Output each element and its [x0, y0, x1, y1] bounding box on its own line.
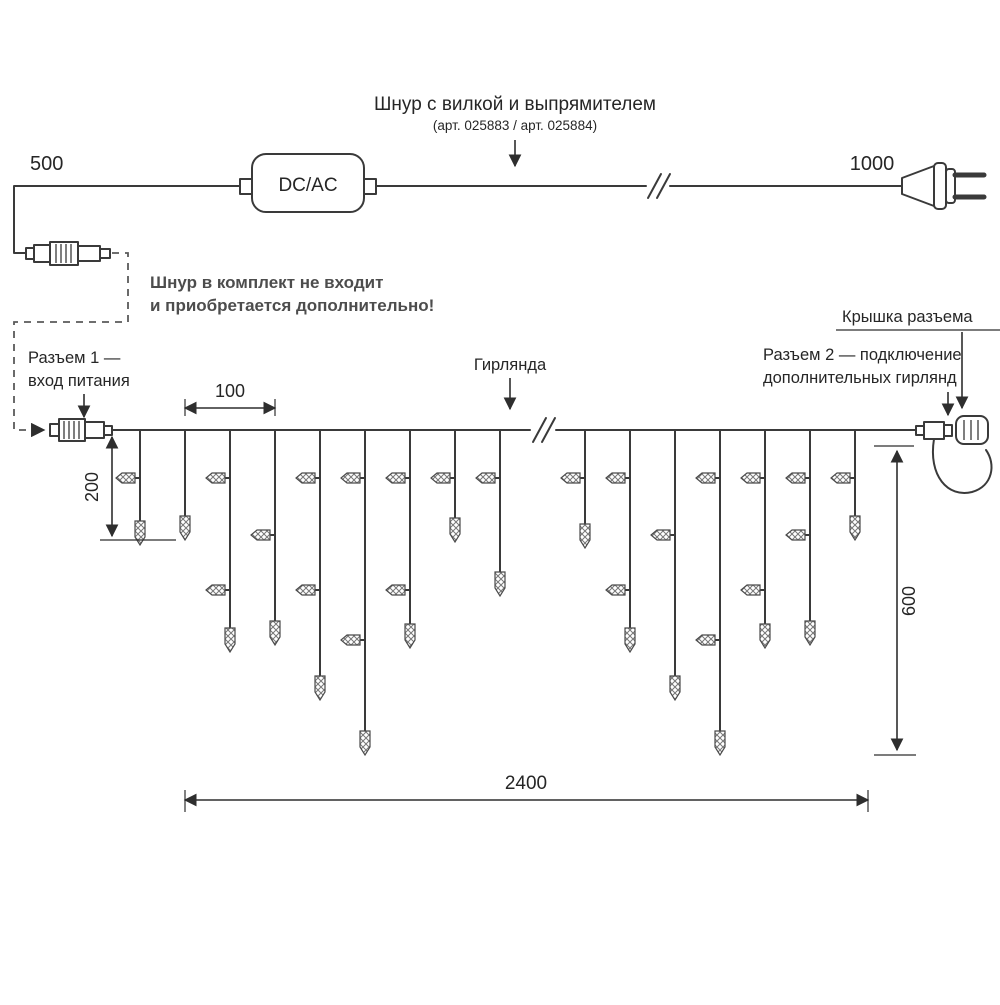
connector-end: [99, 248, 111, 259]
dim-2400-label: 2400: [505, 773, 547, 794]
connector2-label-line1: Разъем 2 — подключение: [763, 346, 962, 364]
dcac-body: [251, 153, 365, 213]
garland-connector2: [915, 415, 993, 494]
cord-title: Шнур с вилкой и выпрямителем: [374, 94, 656, 115]
led-lamp-tip: [714, 730, 726, 757]
led-lamp: [385, 472, 406, 484]
connector1-body: [84, 421, 105, 439]
connector2-end: [943, 424, 953, 437]
led-lamp-tip: [494, 571, 506, 598]
led-lamp: [605, 584, 626, 596]
connector2-callout: Разъем 2 — подключение дополнительных ги…: [763, 346, 962, 417]
led-lamp: [475, 472, 496, 484]
dim-100-label: 100: [215, 381, 245, 401]
connector1-tip: [49, 423, 60, 437]
wire-break-symbol-garland: [532, 417, 556, 443]
led-lamp-tip: [134, 520, 146, 547]
led-lamp: [340, 472, 361, 484]
led-lamp-tip: [624, 627, 636, 654]
not-included-note: Шнур в комплект не входит и приобретаетс…: [150, 273, 434, 315]
dim-200-label: 200: [82, 472, 102, 502]
note-line2: и приобретается дополнительно!: [150, 296, 434, 315]
led-lamp-tip: [224, 627, 236, 654]
connector2-tether-loop: [931, 438, 993, 494]
led-lamp: [205, 584, 226, 596]
garland-connector1: [49, 418, 113, 442]
connector2-neck: [915, 425, 925, 436]
connector1-callout: Разъем 1 — вход питания: [28, 349, 130, 419]
garland-callout: Гирлянда: [474, 356, 547, 411]
led-lamp: [340, 634, 361, 646]
led-lamp: [560, 472, 581, 484]
connector-body: [77, 245, 101, 262]
dim-600-label: 600: [899, 586, 919, 616]
dim-500-label: 500: [30, 153, 63, 175]
led-lamp: [250, 529, 271, 541]
led-lamp-tip: [804, 620, 816, 647]
led-lamp-tip: [849, 515, 861, 542]
connector-neck: [33, 244, 51, 263]
power-cord-left-wire: [13, 185, 247, 254]
led-lamp: [695, 634, 716, 646]
led-lamp: [650, 529, 671, 541]
led-lamp-tip: [669, 675, 681, 702]
led-lamp: [740, 584, 761, 596]
connector1-label-line1: Разъем 1 —: [28, 349, 121, 367]
led-lamp-tip: [759, 623, 771, 650]
connector2-label-line2: дополнительных гирлянд: [763, 369, 957, 387]
connector2-cap: [955, 415, 989, 445]
led-lamp: [695, 472, 716, 484]
led-lamp-tip: [314, 675, 326, 702]
plug-collar: [933, 162, 947, 210]
dim-600: 600: [874, 445, 919, 756]
note-line1: Шнур в комплект не входит: [150, 273, 383, 292]
power-in-connector: [25, 241, 111, 266]
led-lamp: [385, 584, 406, 596]
connector1-label-line2: вход питания: [28, 372, 130, 390]
led-lamp-tip: [359, 730, 371, 757]
led-lamp: [295, 472, 316, 484]
connector1-neck: [103, 425, 113, 436]
dim-100: 100: [183, 381, 277, 416]
cord-article-numbers: (арт. 025883 / арт. 025884): [433, 118, 597, 133]
led-lamp: [785, 472, 806, 484]
led-lamp: [430, 472, 451, 484]
cap-callout: Крышка разъема: [836, 308, 1000, 410]
led-lamp: [205, 472, 226, 484]
cord-title-callout: Шнур с вилкой и выпрямителем (арт. 02588…: [374, 94, 656, 168]
connector-ribbed-grip: [49, 241, 79, 266]
dcac-label: DC/AC: [278, 175, 337, 196]
mains-plug: [901, 162, 987, 210]
led-lamp-tip: [269, 620, 281, 647]
led-lamp-tip: [404, 623, 416, 650]
led-lamp: [115, 472, 136, 484]
power-cord-assembly: 500 DC/AC 1000: [13, 153, 987, 266]
led-lamp-tip: [449, 517, 461, 544]
plug-face: [945, 168, 956, 204]
led-lamp-tip: [579, 523, 591, 550]
connector1-ribbed-grip: [58, 418, 86, 442]
garland-drops: [115, 429, 861, 757]
dim-1000-label: 1000: [850, 153, 895, 175]
not-included-dashed-path: [13, 252, 129, 438]
cap-label: Крышка разъема: [842, 308, 973, 326]
dcac-converter-box: DC/AC: [239, 153, 377, 213]
led-lamp: [830, 472, 851, 484]
dim-200: 200: [82, 435, 176, 541]
led-lamp-tip: [179, 515, 191, 542]
led-lamp: [785, 529, 806, 541]
led-lamp: [605, 472, 626, 484]
led-lamp: [740, 472, 761, 484]
connector-tip: [25, 247, 35, 260]
garland-label: Гирлянда: [474, 356, 547, 374]
led-lamp: [295, 584, 316, 596]
connector2-body: [923, 421, 945, 440]
wire-break-symbol-top: [647, 173, 671, 199]
plug-body: [901, 165, 935, 207]
dim-2400: 2400: [183, 773, 870, 812]
